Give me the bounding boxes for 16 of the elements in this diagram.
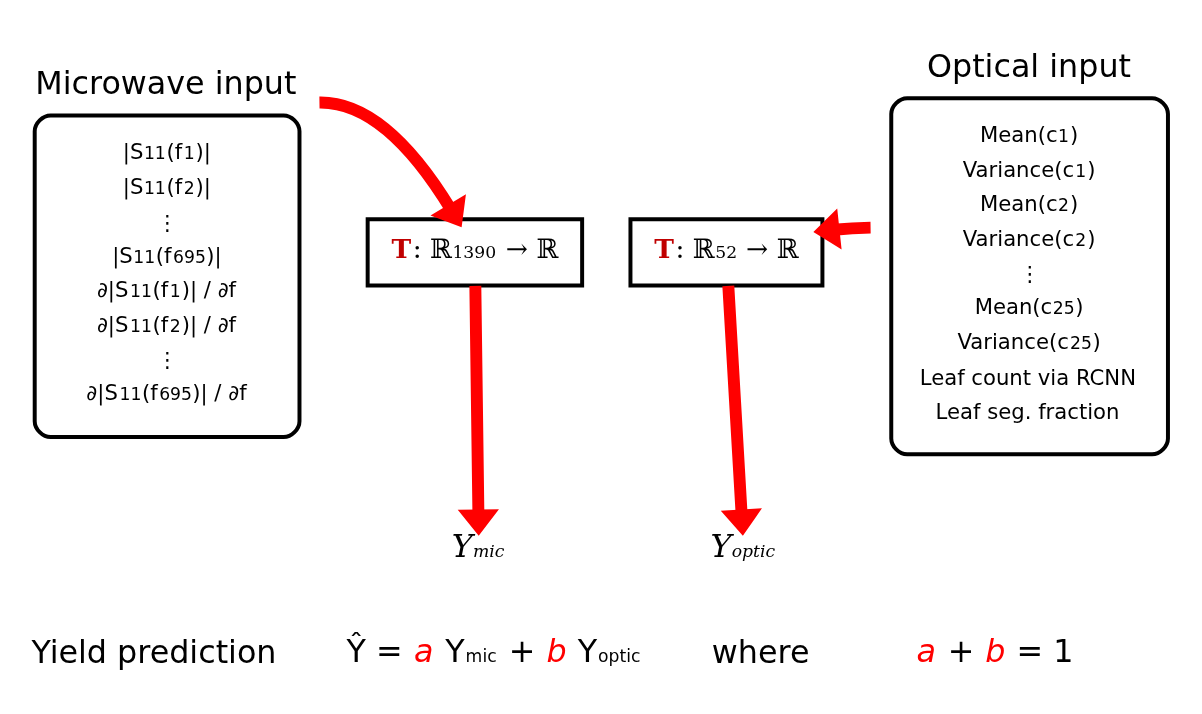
node-box: Mean(c1) Variance(c1) Mean(c2) Variance(c2) ⋮ Mean(c25) Variance(c25) Leaf count via RCNN Leaf seg. fraction (889, 96, 1170, 457)
label: Yield prediction (31, 634, 277, 671)
arrow (319, 96, 466, 228)
node-label: Microwave input (35, 64, 297, 101)
arrow (457, 285, 499, 536)
node-label: Optical input (927, 47, 1132, 84)
node-text: Ymic (451, 528, 505, 565)
label: a + b = 1 (916, 632, 1074, 669)
label: Ŷ = a Ymic + b Yoptic (346, 632, 641, 669)
label: where (711, 634, 810, 671)
arrow (720, 285, 762, 536)
node-box: |S11(f1)| |S11(f2)| ⋮ |S11(f695)| ∂|S11(f1)| / ∂f ∂|S11(f2)| / ∂f ⋮ ∂|S11(f695)| / ∂f (32, 113, 302, 440)
arrow (813, 208, 871, 250)
node-box: T: ℝ1390 → ℝ (365, 217, 585, 288)
node-text: Yoptic (710, 528, 776, 565)
node-box: T: ℝ52 → ℝ (628, 217, 825, 288)
